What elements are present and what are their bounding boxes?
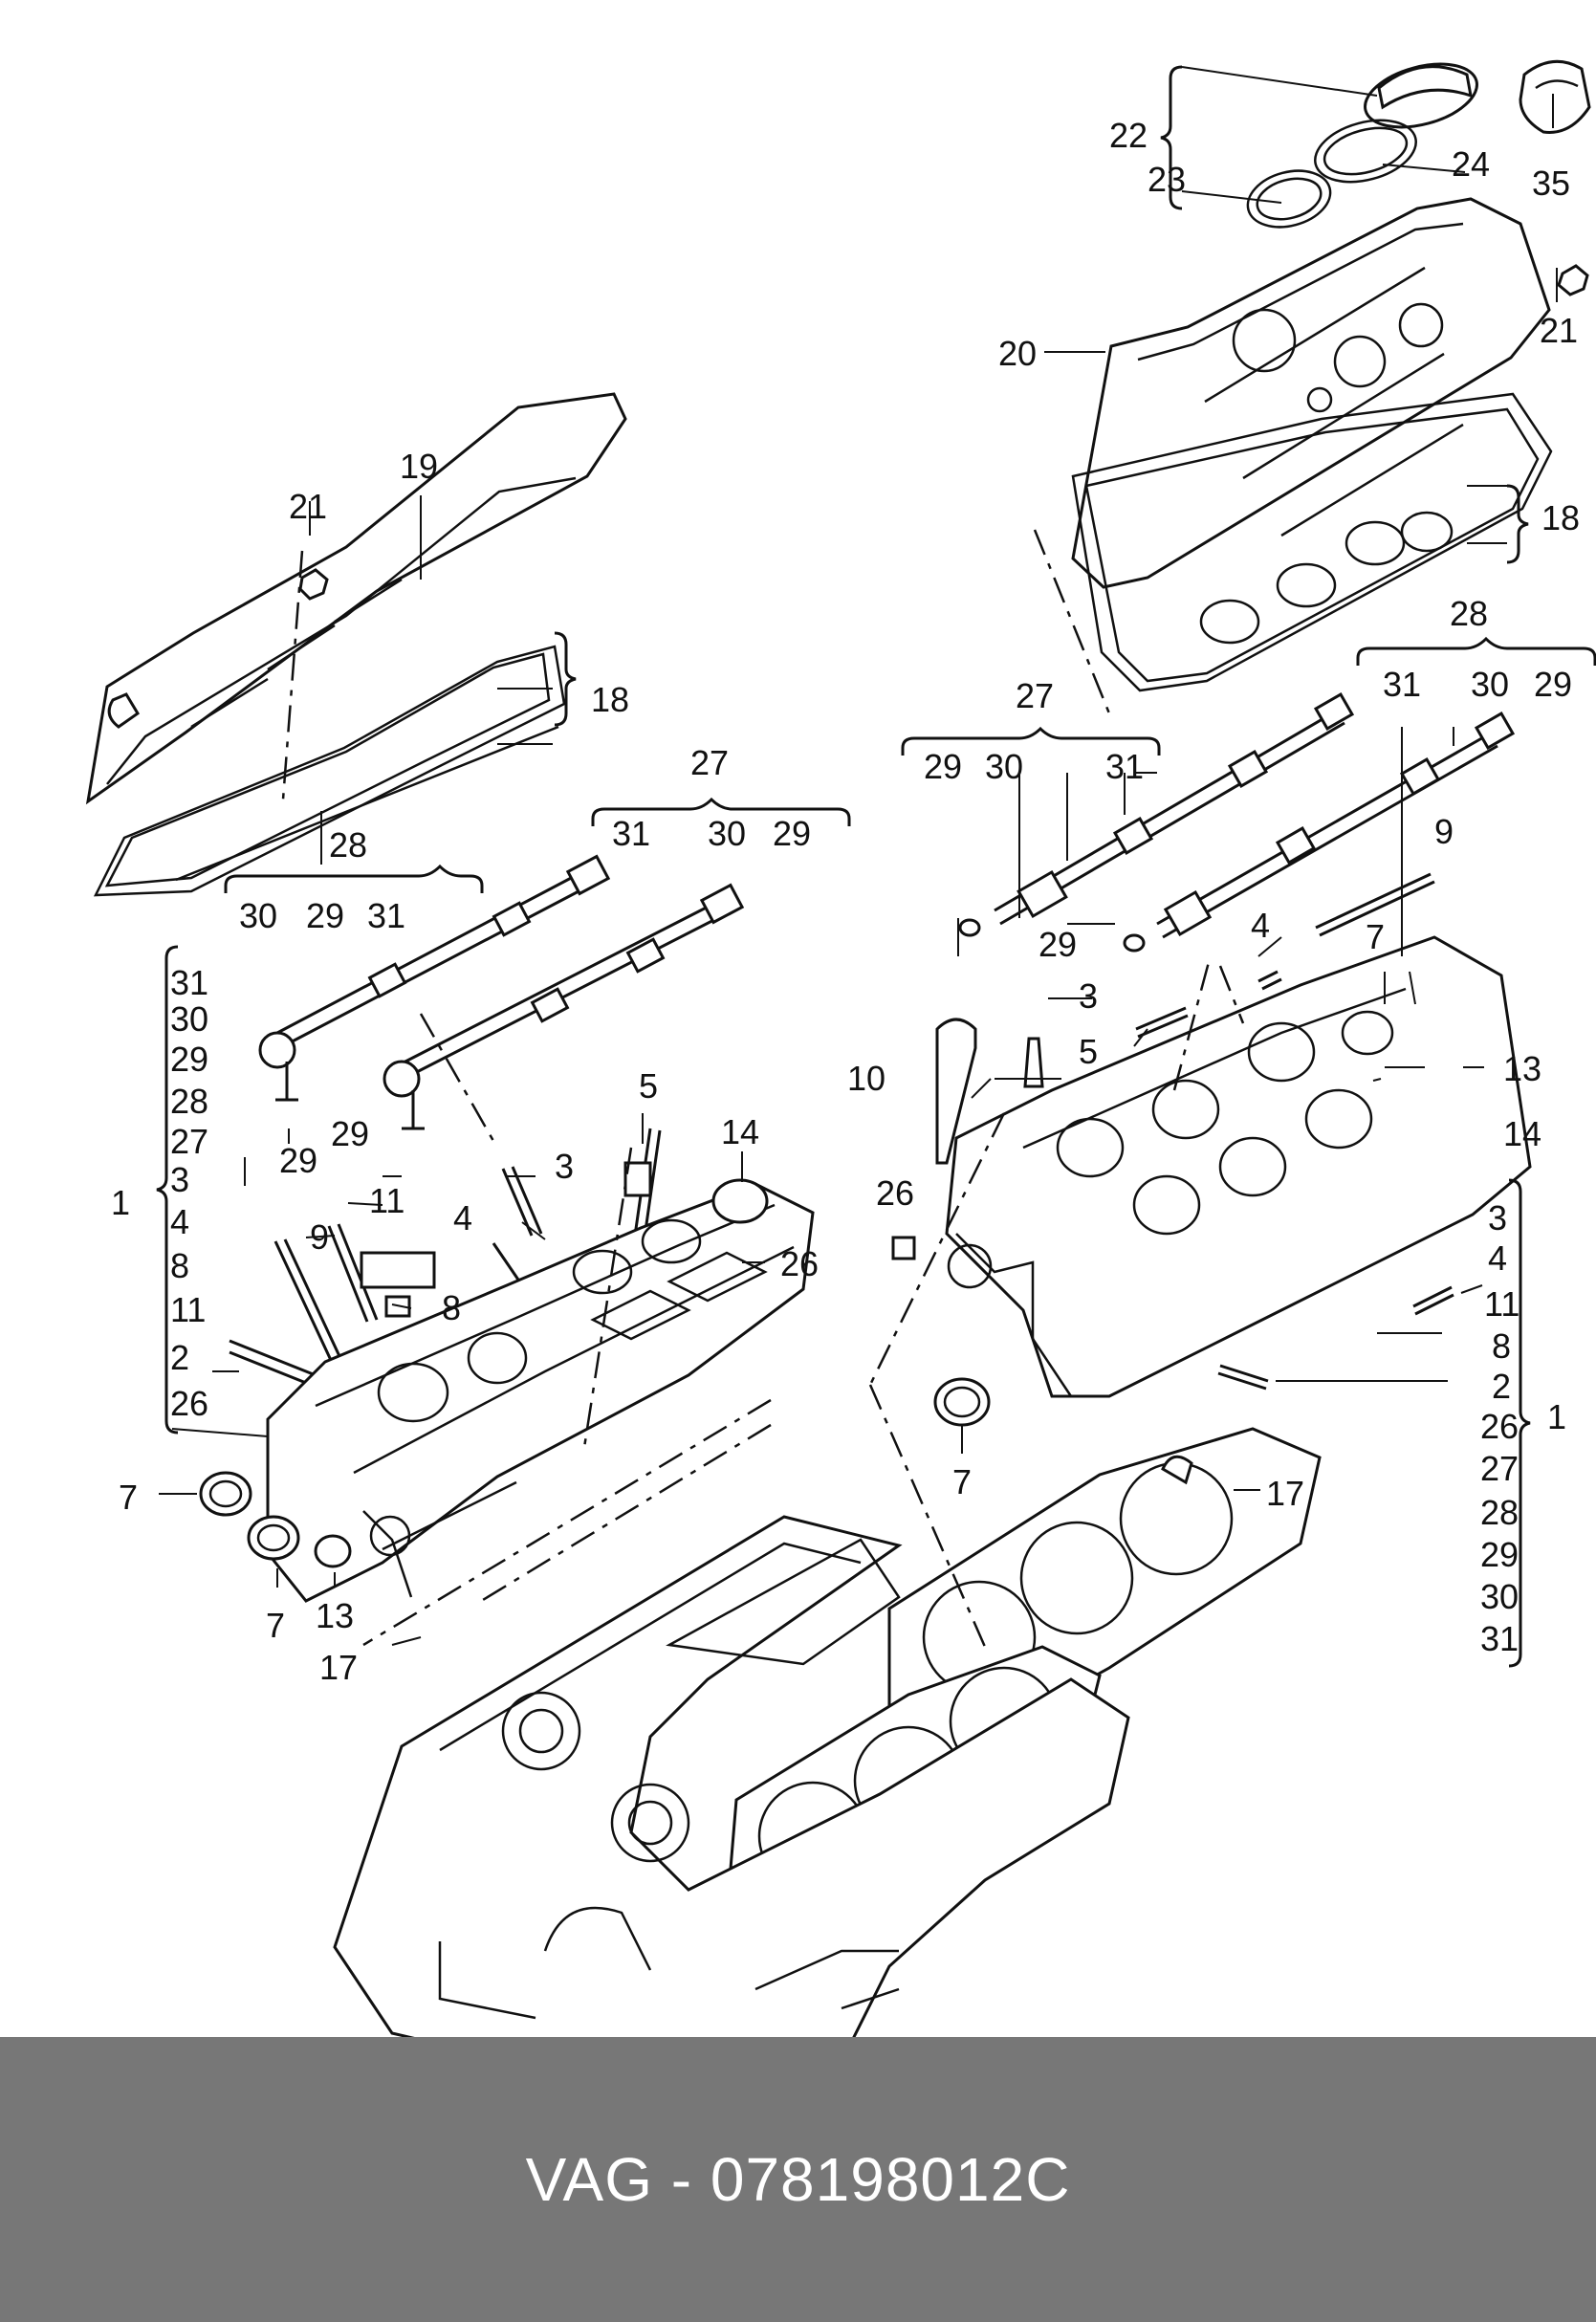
label-29-d: 29: [331, 1114, 369, 1153]
label-29-c: 29: [279, 1141, 317, 1180]
label-35: 35: [1532, 164, 1570, 203]
label-17-right: 17: [1266, 1474, 1304, 1513]
label-31-b: 31: [367, 896, 405, 935]
label-7-a: 7: [119, 1478, 138, 1517]
label-28-right: 28: [1450, 594, 1488, 633]
key-3: 3: [170, 1160, 189, 1199]
key-26: 26: [170, 1384, 208, 1423]
camshaft-right-lower: [1156, 712, 1516, 939]
label-14-right: 14: [1503, 1114, 1541, 1153]
cylinder-head-right: [945, 935, 1532, 1398]
label-29-f: 29: [1038, 925, 1077, 964]
label-30-b: 30: [239, 896, 277, 935]
key-8: 8: [170, 1246, 189, 1285]
key-4: 4: [170, 1202, 189, 1241]
valve-cover-left: [85, 392, 627, 805]
label-4-right: 4: [1251, 906, 1270, 945]
mid-key-26: 26: [1480, 1407, 1519, 1446]
label-9-left: 9: [310, 1217, 329, 1257]
label-21-left: 21: [289, 487, 327, 526]
label-23: 23: [1148, 160, 1186, 199]
label-17-left: 17: [319, 1648, 358, 1687]
mid-key-4: 4: [1488, 1238, 1507, 1278]
mid-key-27: 27: [1480, 1449, 1519, 1488]
mid-key-8: 8: [1492, 1326, 1511, 1366]
cap-35: [1519, 59, 1591, 134]
part-number-caption: VAG - 078198012C: [525, 2145, 1071, 2214]
label-13-left: 13: [316, 1596, 354, 1635]
label-3-left: 3: [555, 1147, 574, 1186]
callout-labels: 22 23 24 35 21 20 18 21 19 18 28 27 31 3…: [111, 116, 1580, 1687]
label-14-left: 14: [721, 1112, 759, 1151]
seals-left: [199, 1178, 769, 1568]
gasket-18-left: [93, 645, 566, 897]
label-7-b: 7: [266, 1606, 285, 1645]
label-8-left: 8: [442, 1288, 461, 1327]
cylinder-head-left: [266, 1182, 815, 1603]
mid-key-29: 29: [1480, 1535, 1519, 1574]
label-22: 22: [1109, 116, 1148, 155]
camshaft-left-upper: [258, 854, 611, 1069]
leader-lines: [159, 66, 1558, 1646]
label-5-right: 5: [1079, 1032, 1098, 1071]
mid-key-1: 1: [1547, 1397, 1566, 1436]
label-27-right: 27: [1016, 676, 1054, 715]
label-18-right: 18: [1541, 498, 1580, 537]
key-30: 30: [170, 999, 208, 1039]
oil-filler-cap: [1246, 62, 1478, 229]
label-5-left: 5: [639, 1066, 658, 1106]
label-26-left: 26: [780, 1244, 819, 1283]
assembly-lines: [281, 529, 1245, 1648]
label-19: 19: [400, 447, 438, 486]
label-11-left: 11: [369, 1181, 404, 1220]
mid-key-30: 30: [1480, 1577, 1519, 1616]
label-31-right: 31: [1383, 665, 1421, 704]
camshaft-left-lower: [383, 883, 745, 1098]
label-30-a: 30: [708, 814, 746, 853]
label-13-right: 13: [1503, 1049, 1541, 1088]
label-4-left: 4: [453, 1198, 472, 1238]
label-29-right: 29: [1534, 665, 1572, 704]
camshaft-right-upper: [994, 692, 1355, 926]
label-26-right: 26: [876, 1173, 914, 1213]
mid-key-31: 31: [1480, 1619, 1519, 1658]
label-10: 10: [847, 1059, 885, 1098]
key-28: 28: [170, 1082, 208, 1121]
label-7-right: 7: [1366, 917, 1385, 956]
key-1: 1: [111, 1183, 130, 1222]
mid-key-28: 28: [1480, 1493, 1519, 1532]
label-30-e: 30: [985, 747, 1023, 786]
label-9-right: 9: [1434, 812, 1454, 851]
label-31-e: 31: [1105, 747, 1144, 786]
engine-block: [333, 1515, 1130, 2037]
mid-key-11: 11: [1484, 1284, 1519, 1324]
key-29: 29: [170, 1040, 208, 1079]
key-31: 31: [170, 963, 208, 1002]
brackets: [156, 65, 1596, 1668]
label-24: 24: [1452, 144, 1490, 184]
label-28-left: 28: [329, 825, 367, 865]
label-29-e: 29: [924, 747, 962, 786]
label-20: 20: [998, 334, 1037, 373]
mid-key-3: 3: [1488, 1198, 1507, 1238]
key-27: 27: [170, 1122, 208, 1161]
gasket-18-right: [1071, 392, 1553, 692]
label-21-right: 21: [1540, 311, 1578, 350]
label-29-b: 29: [306, 896, 344, 935]
label-29-a: 29: [773, 814, 811, 853]
key-11: 11: [170, 1290, 206, 1329]
part-number-banner: VAG - 078198012C: [0, 2037, 1596, 2322]
key-2: 2: [170, 1338, 189, 1377]
label-3-right: 3: [1079, 976, 1098, 1016]
label-18-left: 18: [591, 680, 629, 719]
mid-key-2: 2: [1492, 1367, 1511, 1406]
label-31-a: 31: [612, 814, 650, 853]
label-30-right: 30: [1471, 665, 1509, 704]
label-7-c: 7: [952, 1462, 972, 1501]
label-27-left: 27: [690, 743, 729, 782]
valve-cover-right: [1071, 197, 1589, 589]
exploded-parts-diagram: 22 23 24 35 21 20 18 21 19 18 28 27 31 3…: [85, 59, 1596, 2037]
